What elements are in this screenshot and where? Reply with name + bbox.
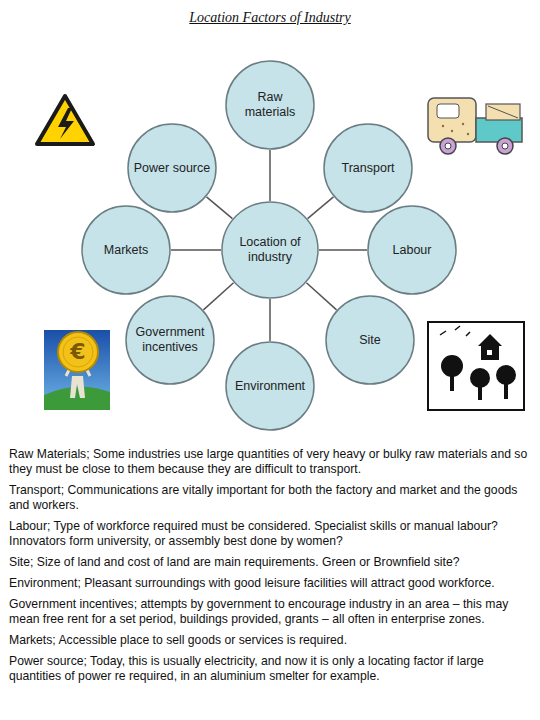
factor-label: Raw materials: [225, 90, 315, 120]
note-paragraph: Markets; Accessible place to sell goods …: [9, 633, 531, 648]
spoke-line: [319, 249, 367, 251]
spoke-line: [203, 283, 233, 310]
factor-circle: Raw materials: [225, 60, 315, 150]
spoke-line: [269, 299, 271, 341]
factor-label: Location of industry: [221, 235, 319, 265]
factor-label: Government incentives: [125, 325, 215, 355]
factor-circle: Government incentives: [125, 295, 215, 385]
factor-circle: Markets: [81, 205, 171, 295]
diagram-title: Location Factors of Industry: [0, 10, 540, 26]
site-icon: [428, 322, 524, 410]
factor-label: Labour: [387, 243, 438, 258]
euro-coin-icon: [44, 330, 110, 410]
spoke-line: [306, 283, 336, 310]
note-paragraph: Government incentives; attempts by gover…: [9, 597, 531, 627]
factor-circle: Transport: [323, 123, 413, 213]
circle-shape: [326, 296, 414, 384]
spoke-line: [269, 150, 271, 201]
factor-label: Site: [353, 333, 387, 348]
spoke-line: [171, 249, 221, 251]
notes-block: Raw Materials; Some industries use large…: [9, 447, 531, 690]
note-paragraph: Environment; Pleasant surroundings with …: [9, 576, 531, 591]
factor-circle: Site: [325, 295, 415, 385]
spoke-line: [308, 197, 334, 219]
factor-circle: Location of industry: [221, 201, 319, 299]
note-paragraph: Labour; Type of workforce required must …: [9, 519, 531, 549]
factor-label: Markets: [98, 243, 154, 258]
truck-icon: [428, 98, 522, 154]
circle-shape: [128, 124, 216, 212]
factor-label: Environment: [229, 379, 311, 394]
electricity-warning-icon: [37, 96, 93, 144]
circle-shape: [226, 61, 314, 149]
factor-circle: Environment: [225, 341, 315, 431]
circle-shape: [368, 206, 456, 294]
factor-circle: Labour: [367, 205, 457, 295]
note-paragraph: Raw Materials; Some industries use large…: [9, 447, 531, 477]
factor-label: Transport: [335, 161, 400, 176]
circle-shape: [126, 296, 214, 384]
circle-shape: [226, 342, 314, 430]
note-paragraph: Power source; Today, this is usually ele…: [9, 654, 531, 684]
factor-circle: Power source: [127, 123, 217, 213]
coin-symbol: €: [63, 341, 93, 363]
circle-shape: [324, 124, 412, 212]
spoke-line: [207, 197, 233, 219]
circle-shape: [82, 206, 170, 294]
note-paragraph: Site; Size of land and cost of land are …: [9, 555, 531, 570]
factor-label: Power source: [128, 161, 216, 176]
note-paragraph: Transport; Communications are vitally im…: [9, 483, 531, 513]
circle-shape: [222, 202, 318, 298]
